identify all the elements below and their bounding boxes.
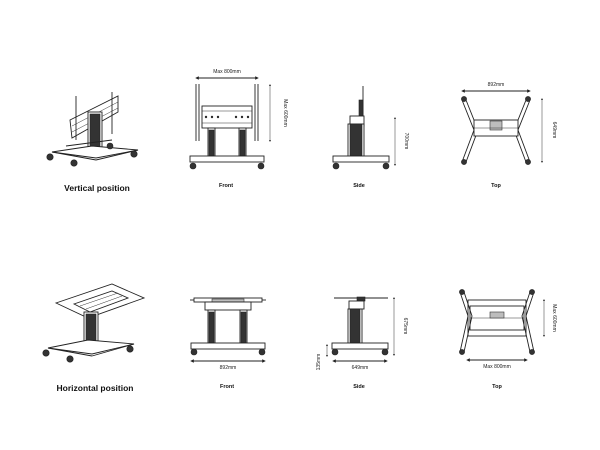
vertical-front-width-dim: Max 800mm: [213, 69, 241, 75]
horizontal-top-width-dim: Max 800mm: [483, 364, 511, 370]
horizontal-front-view: [190, 297, 266, 363]
vertical-position-title: Vertical position: [64, 183, 130, 193]
horizontal-iso-cart: [42, 283, 146, 363]
vertical-side-label: Side: [353, 183, 365, 189]
vertical-top-label: Top: [491, 183, 501, 189]
vertical-top-width-dim: 892mm: [488, 82, 505, 88]
horizontal-side-min-dim: 135mm: [316, 354, 322, 371]
horizontal-front-width-dim: 892mm: [220, 365, 237, 371]
horizontal-side-view: [326, 296, 395, 363]
horizontal-position-title: Horizontal position: [57, 383, 134, 393]
horizontal-front-label: Front: [220, 384, 234, 390]
vertical-top-depth-dim: 649mm: [551, 122, 557, 139]
horizontal-top-label: Top: [492, 384, 502, 390]
vertical-front-view: [189, 76, 271, 170]
horizontal-side-base-dim: 649mm: [352, 365, 369, 371]
vertical-front-label: Front: [219, 183, 233, 189]
vertical-front-height-dim: Max 600mm: [282, 99, 288, 127]
vertical-side-view: [332, 86, 396, 170]
vertical-iso-cart: [46, 92, 139, 167]
vertical-side-height-dim: 700mm: [403, 133, 409, 150]
horizontal-side-label: Side: [353, 384, 365, 390]
vertical-top-view: [461, 89, 543, 165]
horizontal-top-depth-dim: Max 600mm: [551, 304, 557, 332]
horizontal-top-view: [459, 289, 545, 362]
horizontal-side-height-dim: 675mm: [402, 318, 408, 335]
